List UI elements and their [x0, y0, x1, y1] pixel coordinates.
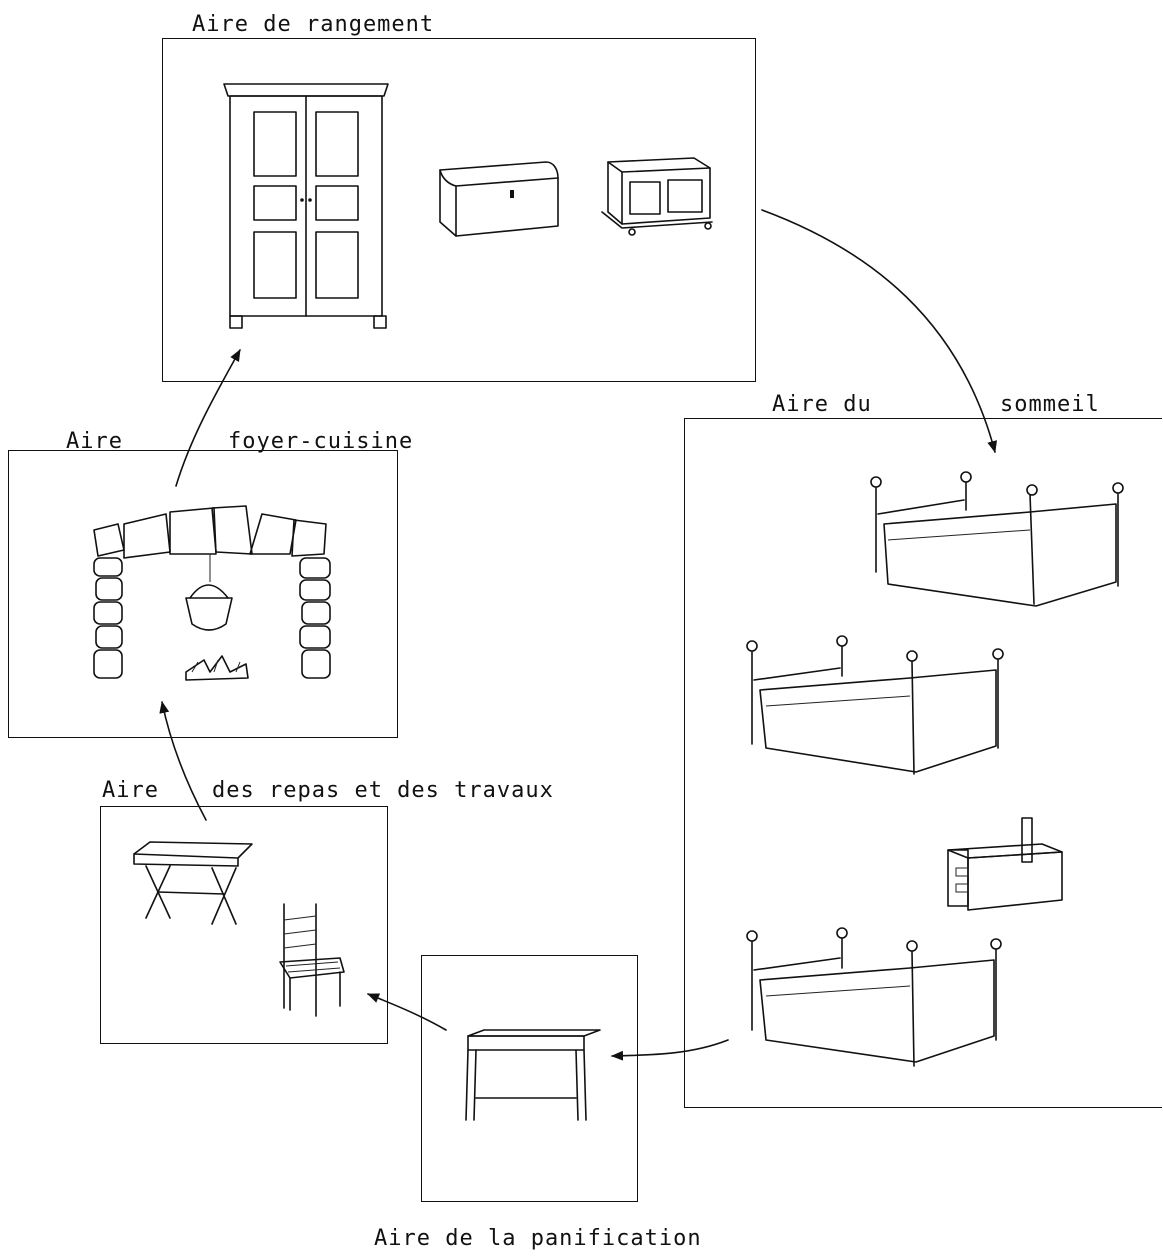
bed-icon	[747, 636, 1003, 774]
stove-icon	[948, 818, 1062, 910]
kneading-trough-icon	[466, 1030, 600, 1120]
arrow-meals-to-hearth	[162, 702, 206, 820]
bed-icon	[871, 472, 1123, 606]
chest-icon	[440, 162, 558, 236]
chair-icon	[280, 904, 344, 1016]
arrow-hearth-to-storage	[176, 350, 240, 486]
arrow-sleep-to-bread	[612, 1040, 728, 1056]
fire-icon	[186, 656, 248, 680]
arrow-storage-to-sleep	[762, 210, 995, 452]
bed-icon	[747, 928, 1001, 1066]
arrow-bread-to-meals	[368, 994, 446, 1030]
table-icon	[134, 842, 252, 924]
armoire-icon	[224, 84, 388, 328]
fireplace-icon	[94, 506, 330, 678]
blanket-box-icon	[602, 158, 712, 235]
cauldron-icon	[186, 585, 232, 630]
